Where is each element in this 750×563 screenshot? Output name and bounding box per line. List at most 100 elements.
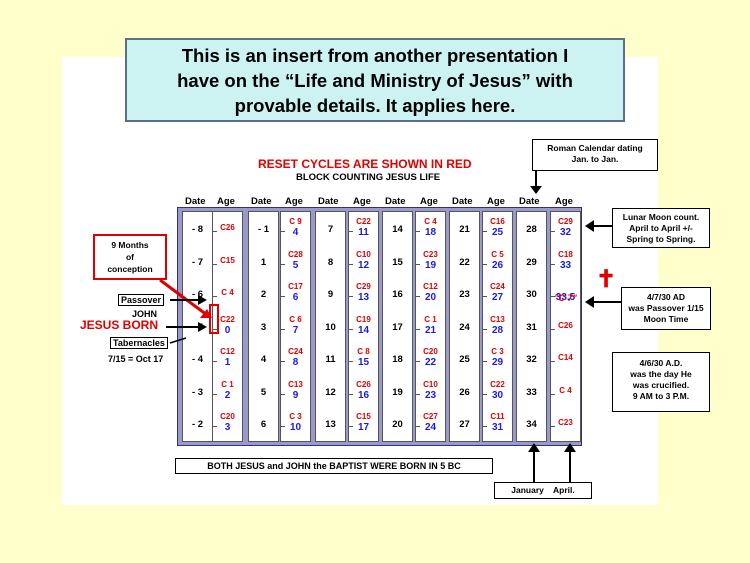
arrow-head: [530, 186, 542, 194]
age-value: 0: [224, 324, 231, 336]
cycle-value: C29: [356, 282, 371, 291]
cycle-value: C18: [558, 249, 573, 259]
age-value: 23: [424, 389, 437, 401]
banner: This is an insert from another presentat…: [125, 38, 625, 122]
arrow-head: [585, 220, 594, 232]
cycle-value: C26: [558, 320, 573, 330]
date-value: 25: [459, 354, 470, 365]
cycle-value: C 5: [491, 249, 504, 259]
date-value: 5: [260, 386, 267, 398]
age-value: 16: [357, 389, 370, 401]
callout-line: 9 AM to 3 P.M.: [632, 391, 690, 401]
arrow-head: [198, 322, 207, 332]
tick-mark: [348, 426, 353, 427]
callout-line: Roman Calendar dating: [547, 143, 643, 153]
tick-mark: [212, 296, 217, 297]
date-value: 33: [526, 386, 537, 398]
date-value: 22: [459, 256, 470, 268]
date-value: - 7: [191, 256, 204, 268]
tick-mark: [348, 361, 353, 362]
callout-line: of: [125, 252, 135, 262]
age-header: Age: [555, 196, 573, 207]
age-value: 19: [424, 259, 437, 271]
cycle-value: C24: [288, 347, 303, 356]
cycle-value: C13: [490, 314, 505, 324]
age-value: 20: [424, 292, 437, 303]
cycle-value: C24: [490, 282, 505, 291]
cycle-value: C22: [356, 217, 371, 226]
cycle-value: C15: [356, 412, 371, 421]
cycle-value: C22: [220, 314, 235, 324]
tick-mark: [482, 263, 487, 265]
age-value: 5: [292, 259, 299, 271]
arrow-line: [169, 337, 187, 344]
date-value: 23: [459, 289, 470, 300]
bottom-note: BOTH JESUS and JOHN the BAPTIST WERE BOR…: [175, 458, 493, 474]
cycle-value: C12: [220, 347, 235, 356]
cycle-value: C17: [288, 282, 303, 291]
callout-line: 9 Months: [111, 240, 149, 250]
tick-mark: [550, 296, 555, 297]
banner-line: provable details. It applies here.: [234, 95, 516, 116]
date-value: - 2: [191, 419, 204, 430]
date-value: 10: [325, 321, 336, 333]
tick-mark: [348, 296, 353, 297]
date-header: Date: [185, 196, 206, 207]
age-value: 13: [357, 292, 370, 303]
tick-mark: [415, 231, 420, 232]
date-value: 31: [526, 321, 537, 333]
tick-mark: [212, 393, 217, 395]
age-value: 11: [358, 227, 369, 238]
crucified-callout: 4/6/30 A.D. was the day He was crucified…: [612, 352, 710, 412]
date-value: - 4: [191, 354, 204, 365]
cycle-value: C10: [423, 379, 438, 389]
roman-calendar-callout: Roman Calendar dating Jan. to Jan.: [532, 139, 658, 171]
callout-line: Moon Time: [643, 314, 689, 324]
tick-mark: [280, 328, 285, 330]
cross-icon: ✝: [596, 266, 617, 293]
age-value: 7: [292, 324, 299, 336]
banner-line: This is an insert from another presentat…: [181, 45, 569, 66]
date-value: 20: [392, 419, 403, 430]
date-value: 27: [459, 419, 470, 430]
age-value: 2: [224, 389, 231, 401]
callout-line: Spring to Spring.: [626, 234, 696, 244]
age-value: 21: [424, 324, 437, 336]
age-value: 3: [224, 422, 231, 433]
callout-line: conception: [107, 264, 153, 274]
callout-line: Lunar Moon count.: [622, 212, 700, 222]
arrow-head: [585, 296, 594, 308]
date-header: Date: [385, 196, 406, 207]
tick-mark: [550, 231, 555, 232]
date-value: 2: [260, 289, 267, 300]
tick-mark: [415, 263, 420, 265]
tick-mark: [482, 296, 487, 297]
date-column: [315, 211, 346, 442]
cycle-value: C27: [423, 412, 438, 421]
john-label: JOHN: [132, 309, 158, 319]
tick-mark: [550, 361, 555, 362]
date-value: - 1: [257, 224, 270, 235]
date-value: 28: [526, 224, 537, 235]
callout-line: 4/7/30 AD: [647, 292, 685, 302]
cycle-value: C13: [288, 379, 303, 389]
date-value: 16: [392, 289, 403, 300]
date-value: 13: [325, 419, 336, 430]
age-value: 22: [424, 357, 437, 368]
date-value: - 3: [191, 386, 204, 398]
date-header: Date: [452, 196, 473, 207]
date-value: 30: [526, 289, 537, 300]
date-value: 26: [459, 386, 470, 398]
tick-mark: [482, 328, 487, 330]
age-header: Age: [420, 196, 438, 207]
date-value: 14: [392, 224, 403, 235]
date-value: 18: [392, 354, 403, 365]
age-value: 10: [289, 422, 302, 433]
callout-line: was the day He: [630, 369, 692, 379]
tick-mark: [280, 296, 285, 297]
cycle-value: C28: [288, 249, 303, 259]
cycle-value: C11: [490, 412, 505, 421]
cycle-value: C29: [558, 217, 573, 226]
tick-mark: [348, 393, 353, 395]
callout-line: Jan. to Jan.: [571, 154, 619, 164]
